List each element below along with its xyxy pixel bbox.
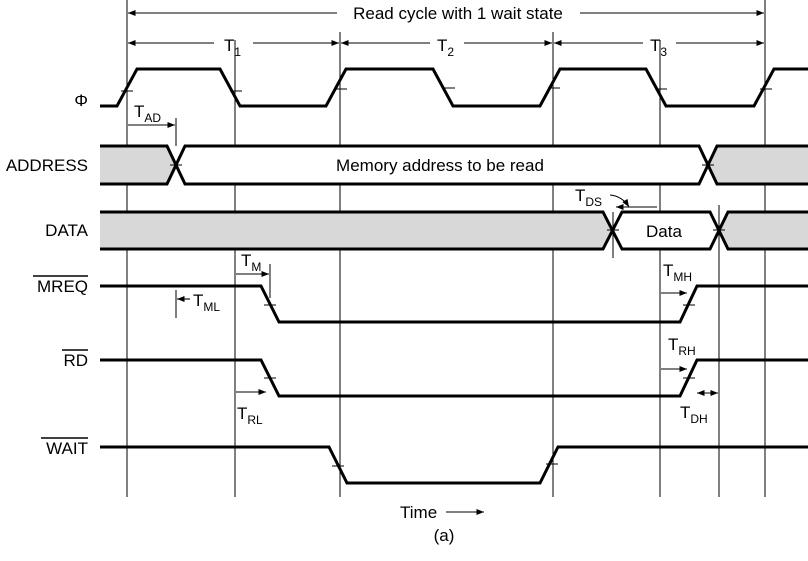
clock-label: Φ [74,91,88,110]
address-text: Memory address to be read [336,156,544,175]
t-ad-timing: TAD [128,102,177,146]
data-label: DATA [45,221,88,240]
t3-label: T3 [650,36,667,59]
wait-waveform [100,445,808,485]
t2-label: T2 [437,36,454,59]
t-dh-label: TDH [680,403,708,426]
address-bus: Memory address to be read [100,144,808,186]
mreq-waveform [100,284,808,324]
mreq-label: MREQ [37,277,88,296]
t-rh-label: TRH [668,335,696,358]
data-text: Data [646,222,682,241]
read-cycle-span: Read cycle with 1 wait state [127,4,764,23]
t-rh-timing: TRH [661,335,696,373]
t-rl-label: TRL [237,404,263,427]
t-mh-label: TMH [663,261,692,284]
address-label: ADDRESS [6,156,88,175]
t-ad-label: TAD [134,102,161,125]
t-mh-timing: TMH [661,261,692,297]
t-rl-timing: TRL [236,388,266,427]
rd-label: RD [63,351,88,370]
t1-label: T1 [224,36,241,59]
t-ml-timing: TML [175,290,220,318]
t-state-spans: T1 T2 T3 [127,36,764,59]
data-bus: Data [100,210,808,258]
t-dh-timing: TDH [680,389,718,426]
figure-caption: (a) [434,526,455,545]
time-axis: Time [400,503,484,522]
signal-names: Φ ADDRESS DATA MREQ RD WAIT [6,91,89,458]
clock-waveform [100,67,808,108]
read-cycle-label: Read cycle with 1 wait state [353,4,563,23]
t-ds-timing: TDS [575,186,657,211]
wait-label: WAIT [46,439,88,458]
time-label: Time [400,503,437,522]
t-m-label: TM [241,251,261,274]
t-ml-label: TML [193,291,220,314]
t-m-timing: TM [236,251,271,298]
rd-waveform [100,358,808,398]
t-ds-label: TDS [575,186,602,209]
